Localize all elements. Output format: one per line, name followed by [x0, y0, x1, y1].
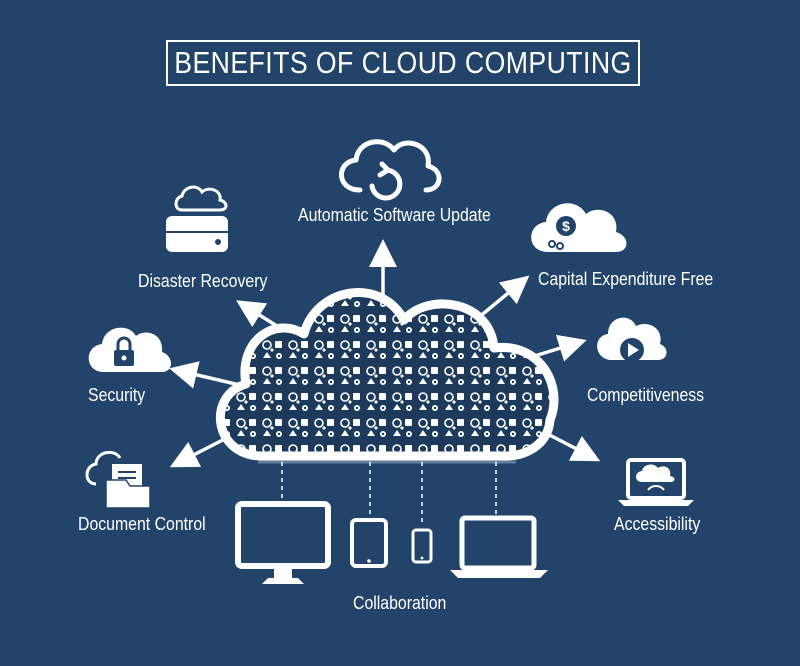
svg-text:$: $ [562, 218, 570, 234]
cloud-play-icon [597, 317, 667, 362]
label-accessibility: Accessibility [614, 514, 701, 534]
tablet-icon [350, 518, 388, 568]
laptop-icon [450, 515, 548, 578]
cloud-folder-icon [85, 450, 151, 509]
cloud-refresh-icon [339, 139, 442, 201]
cloud-lock-icon [88, 327, 171, 372]
hard-drive-cloud-icon [166, 185, 228, 252]
smartphone-icon [411, 528, 433, 564]
label-disaster-recovery: Disaster Recovery [138, 271, 268, 291]
label-document-control: Document Control [78, 514, 206, 534]
desktop-monitor-icon [235, 501, 331, 584]
device-connectors [281, 462, 497, 526]
label-competitiveness: Competitiveness [587, 385, 705, 405]
cloud-dollar-icon: $ [531, 203, 627, 252]
central-cloud-icon [216, 288, 559, 464]
label-collaboration: Collaboration [353, 593, 447, 613]
page-title: BENEFITS OF CLOUD COMPUTING [174, 45, 632, 80]
label-capital-expenditure-free: Capital Expenditure Free [538, 269, 714, 289]
label-automatic-software-update: Automatic Software Update [298, 205, 491, 225]
label-security: Security [88, 385, 146, 405]
laptop-cloud-wifi-icon [618, 458, 694, 506]
title-frame: BENEFITS OF CLOUD COMPUTING [166, 40, 640, 86]
arrow-capex-free [476, 275, 530, 320]
arrow-security [169, 361, 246, 389]
